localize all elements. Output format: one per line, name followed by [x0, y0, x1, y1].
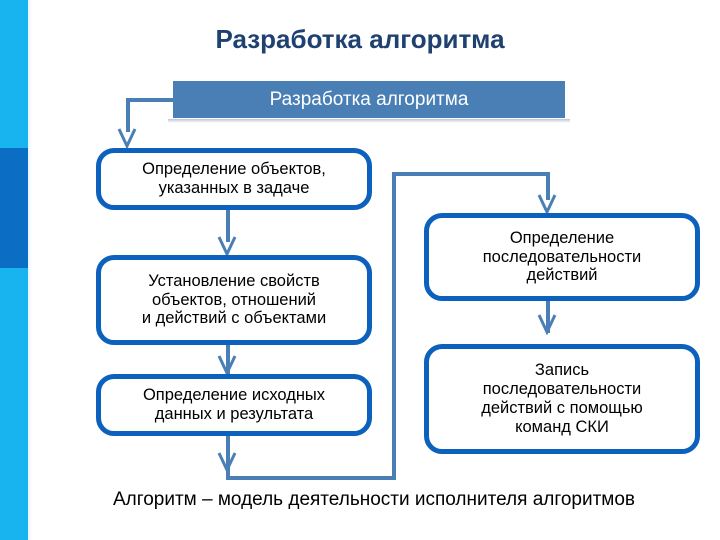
process-box-sequence[interactable]: Определение последовательности действий: [424, 213, 700, 301]
header-box: Разработка алгоритма: [173, 81, 565, 118]
arrowhead-props-to-inputdata-icon: [217, 355, 237, 377]
connector-loop-down-from-inputdata: [226, 436, 230, 480]
connector-loop-into-sequence: [546, 172, 550, 200]
sidebar-accent-band: [0, 0, 28, 540]
process-box-objects-text: Определение объектов, указанных в задаче: [142, 160, 326, 197]
process-box-objects[interactable]: Определение объектов, указанных в задаче: [96, 148, 372, 210]
arrowhead-inputdata-loop-icon: [217, 452, 237, 474]
process-box-input-data-text: Определение исходных данных и результата: [142, 386, 326, 423]
header-box-label: Разработка алгоритма: [269, 88, 469, 110]
arrowhead-header-to-objects-icon: [117, 128, 137, 150]
slide-caption: Алгоритм – модель деятельности исполните…: [112, 489, 636, 510]
sidebar-edge-gradient: [28, 0, 32, 540]
sidebar-accent-block: [0, 148, 28, 268]
process-box-sequence-text: Определение последовательности действий: [482, 228, 642, 285]
connector-sequence-to-record-line: [546, 301, 550, 333]
connector-loop-top-rail: [392, 172, 550, 176]
connector-header-to-objects-horizontal: [126, 98, 178, 102]
page-title: Разработка алгоритма: [215, 24, 505, 54]
connector-loop-right-rail: [392, 172, 396, 480]
connector-props-to-inputdata-line: [226, 345, 230, 375]
header-shadow: [168, 119, 570, 123]
arrowhead-objects-to-props-icon: [217, 236, 237, 258]
process-box-properties[interactable]: Установление свойств объектов, отношений…: [96, 255, 372, 345]
connector-loop-bottom-rail: [226, 476, 396, 480]
process-box-record-text: Запись последовательности действий с пом…: [481, 361, 643, 436]
process-box-input-data[interactable]: Определение исходных данных и результата: [96, 374, 372, 436]
process-box-properties-text: Установление свойств объектов, отношений…: [141, 271, 327, 328]
process-box-record[interactable]: Запись последовательности действий с пом…: [424, 344, 700, 454]
arrowhead-loop-to-sequence-icon: [537, 194, 557, 216]
connector-objects-to-props-line: [226, 210, 230, 242]
connector-header-to-objects-vertical: [126, 98, 130, 132]
arrowhead-sequence-to-record-icon: [537, 314, 557, 336]
